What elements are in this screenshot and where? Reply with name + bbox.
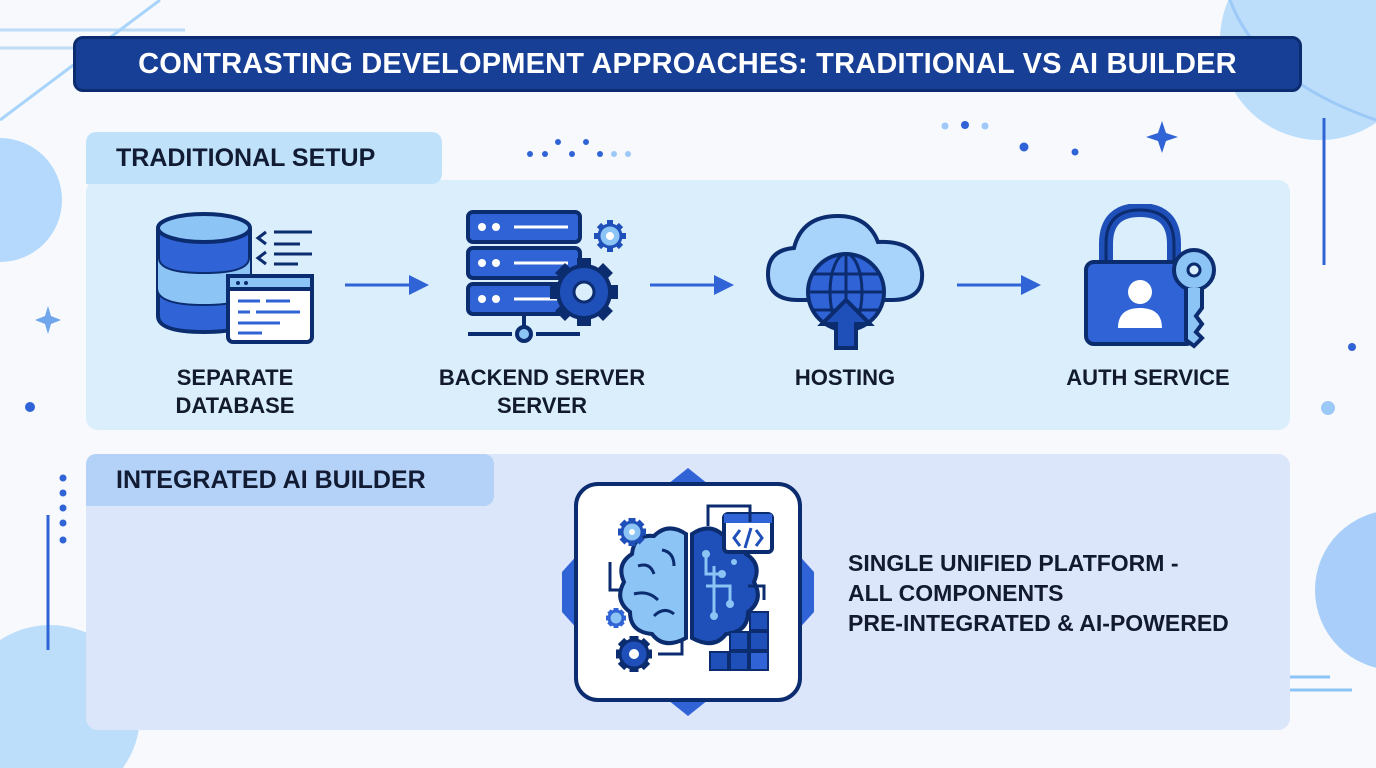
page-title: CONTRASTING DEVELOPMENT APPROACHES: TRAD… (73, 36, 1302, 92)
step-label-hosting: HOSTING (794, 365, 896, 390)
arrow-right-icon (957, 275, 1041, 295)
ai-builder-description: SINGLE UNIFIED PLATFORM - ALL COMPONENTS… (848, 550, 1229, 636)
step-label-backend-server: BACKEND SERVER SERVER (438, 365, 646, 418)
padlock-key-icon (1084, 204, 1216, 349)
step-label-auth-service: AUTH SERVICE (1066, 365, 1230, 390)
traditional-setup-heading: TRADITIONAL SETUP (86, 132, 442, 184)
database-icon (156, 212, 314, 344)
cloud-hosting-icon (765, 213, 925, 350)
server-icon (466, 210, 626, 343)
step-label-separate-database: SEPARATE DATABASE (175, 365, 295, 418)
ai-builder-heading: INTEGRATED AI BUILDER (86, 454, 494, 506)
arrow-right-icon (345, 275, 429, 295)
arrow-right-icon (650, 275, 734, 295)
ai-brain-icon (562, 468, 814, 716)
